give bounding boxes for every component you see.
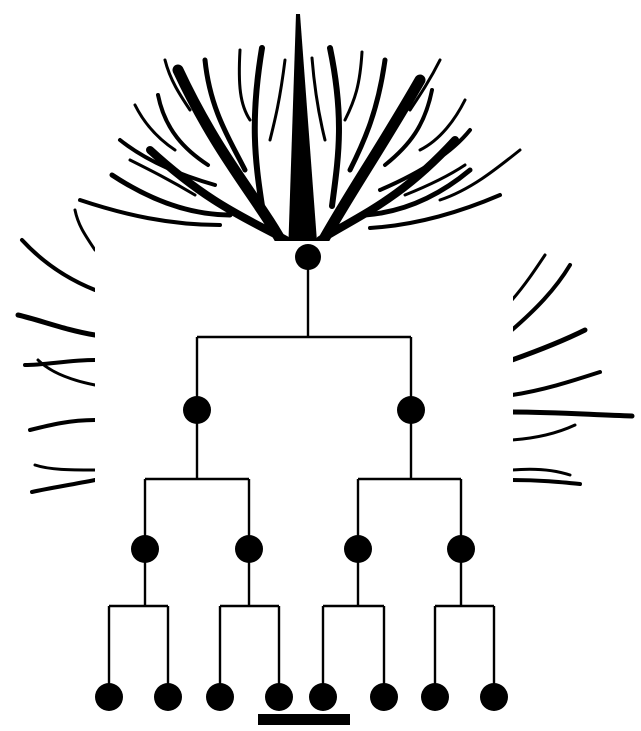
leaf-node: [265, 683, 293, 711]
leaf-node: [480, 683, 508, 711]
internal-node: [344, 535, 372, 563]
leaf-node: [421, 683, 449, 711]
internal-node: [235, 535, 263, 563]
internal-node: [131, 535, 159, 563]
internal-node: [447, 535, 475, 563]
scale-bar: [258, 714, 350, 725]
diagram-panel: [95, 241, 513, 731]
internal-node: [183, 396, 211, 424]
leaf-node: [206, 683, 234, 711]
internal-node: [397, 396, 425, 424]
leaf-node: [95, 683, 123, 711]
leaf-node: [370, 683, 398, 711]
leaf-node: [309, 683, 337, 711]
leaf-node: [154, 683, 182, 711]
root-node: [295, 244, 321, 270]
